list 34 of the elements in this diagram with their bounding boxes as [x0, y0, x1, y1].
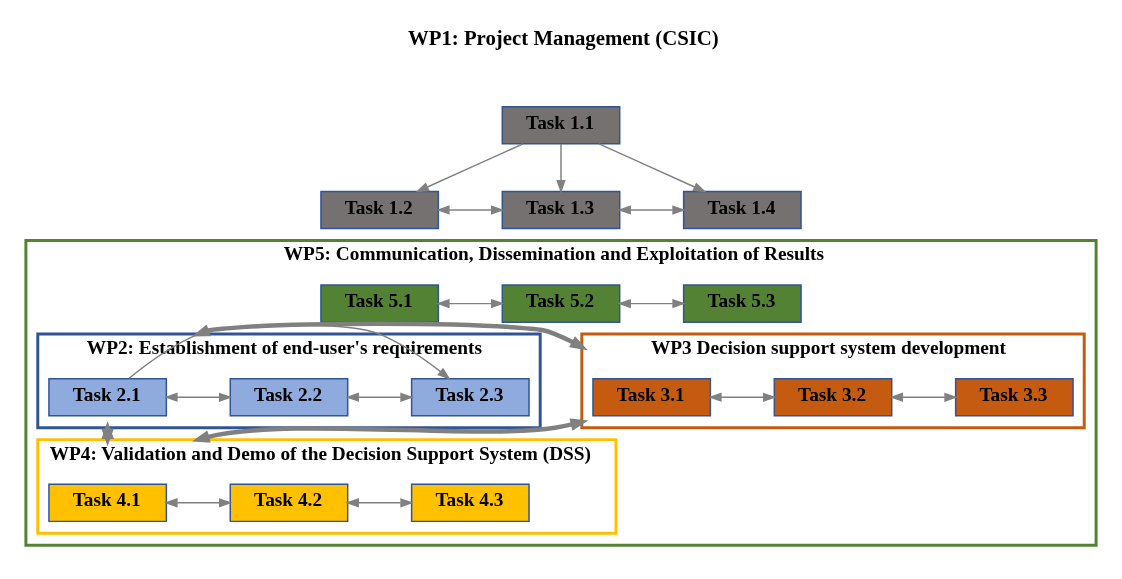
arrow — [415, 143, 524, 193]
node-box: Task 3.3 — [954, 377, 1074, 417]
arrow — [436, 205, 505, 215]
node-box: Task 2.1 — [48, 377, 168, 417]
arrow — [617, 298, 686, 309]
node-box: Task 5.3 — [682, 284, 802, 323]
node-box: Task 4.3 — [410, 483, 530, 523]
arrow — [128, 324, 451, 380]
arrow — [345, 498, 414, 508]
node-box: Task 5.1 — [320, 284, 440, 323]
arrow — [556, 143, 566, 194]
node-box: Task 4.2 — [229, 483, 349, 523]
node-box: Task 4.1 — [48, 483, 168, 523]
arrow — [101, 421, 114, 447]
arrow — [191, 418, 589, 443]
arrow — [164, 498, 233, 508]
node-box: Task 1.2 — [320, 190, 440, 230]
arrow — [617, 205, 686, 215]
node-box: Task 2.3 — [410, 377, 530, 417]
arrow — [345, 392, 414, 402]
arrow — [191, 321, 588, 351]
arrow — [436, 298, 505, 309]
node-box: Task 3.2 — [773, 377, 893, 417]
node-box: Task 2.2 — [229, 377, 349, 417]
node-box: Task 3.1 — [592, 377, 712, 417]
label: WP1: Project Management (CSIC) — [407, 25, 719, 49]
node-box: Task 5.2 — [501, 284, 621, 323]
arrow — [598, 143, 707, 193]
node-box: Task 1.3 — [501, 190, 621, 230]
arrow — [889, 392, 958, 402]
arrow — [708, 392, 777, 402]
node-box: Task 1.1 — [501, 105, 621, 145]
arrow — [164, 392, 233, 402]
node-box: Task 1.4 — [682, 190, 802, 230]
